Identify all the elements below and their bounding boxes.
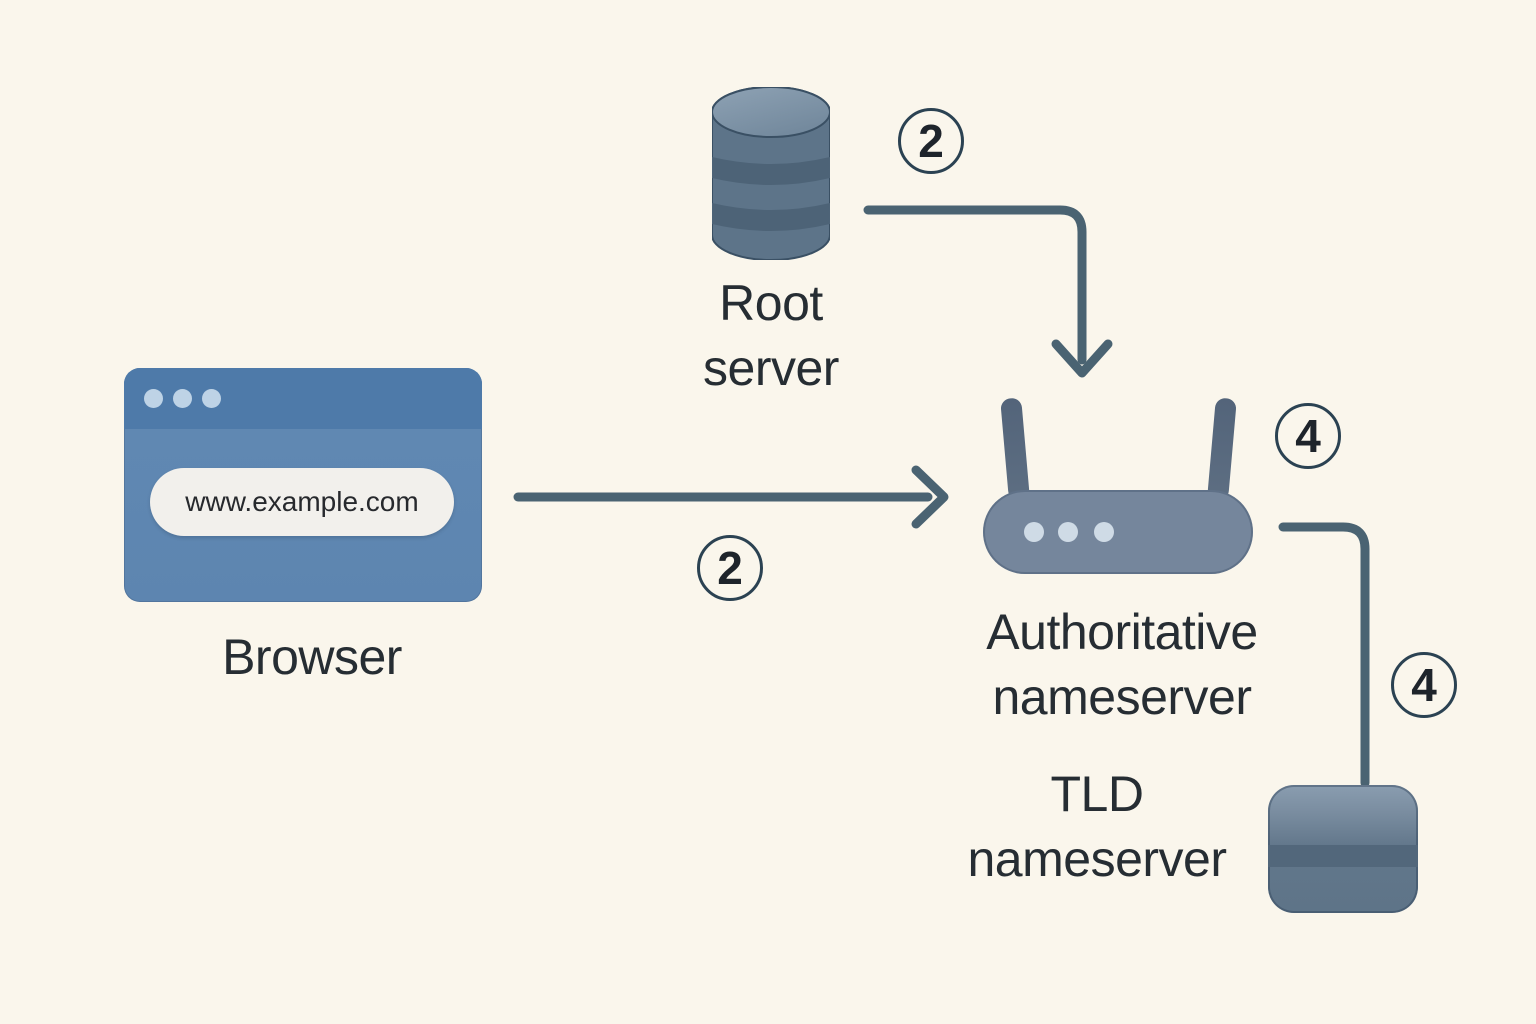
- tld-nameserver-label: TLD nameserver: [967, 762, 1228, 892]
- step-badge-4-authoritative: 4: [1275, 403, 1341, 469]
- cylinder-band: [712, 203, 830, 231]
- step-badge-2-browser: 2: [697, 535, 763, 601]
- arrowhead-root-to-authoritative: [1051, 339, 1113, 378]
- browser-titlebar: [124, 368, 482, 429]
- tld-label-line1: TLD: [1050, 766, 1144, 822]
- arrowhead-browser-to-authoritative: [911, 465, 949, 529]
- router-led: [1058, 522, 1078, 542]
- router-body: [983, 490, 1253, 574]
- cylinder-top: [712, 87, 830, 138]
- tld-label-line2: nameserver: [967, 831, 1228, 887]
- router-led: [1024, 522, 1044, 542]
- router-antenna: [1000, 397, 1030, 501]
- window-control-dot: [173, 389, 192, 408]
- browser-window-icon: www.example.com: [124, 368, 482, 602]
- step-badge-4-tld: 4: [1391, 652, 1457, 718]
- authoritative-label-line1: Authoritative: [986, 604, 1258, 660]
- window-control-dot: [144, 389, 163, 408]
- authoritative-label-line2: nameserver: [992, 669, 1253, 725]
- arrow-root-to-authoritative: [863, 205, 1087, 365]
- authoritative-nameserver-router-icon: [983, 396, 1253, 574]
- step-badge-2-root: 2: [898, 108, 964, 174]
- tld-nameserver-server-icon: [1268, 785, 1418, 913]
- window-control-dot: [202, 389, 221, 408]
- root-server-label-line1: Root: [719, 275, 823, 331]
- root-server-database-icon: [712, 87, 830, 260]
- url-bar: www.example.com: [150, 468, 454, 536]
- authoritative-nameserver-label: Authoritative nameserver: [986, 600, 1258, 730]
- url-text: www.example.com: [185, 486, 419, 517]
- router-led: [1094, 522, 1114, 542]
- connector-authoritative-to-tld: [1278, 522, 1370, 788]
- root-server-label-line2: server: [703, 340, 839, 396]
- server-band: [1268, 845, 1418, 867]
- router-antenna: [1207, 397, 1237, 501]
- browser-label: Browser: [222, 629, 402, 685]
- root-server-label: Root server: [703, 271, 839, 401]
- cylinder-band: [712, 157, 830, 185]
